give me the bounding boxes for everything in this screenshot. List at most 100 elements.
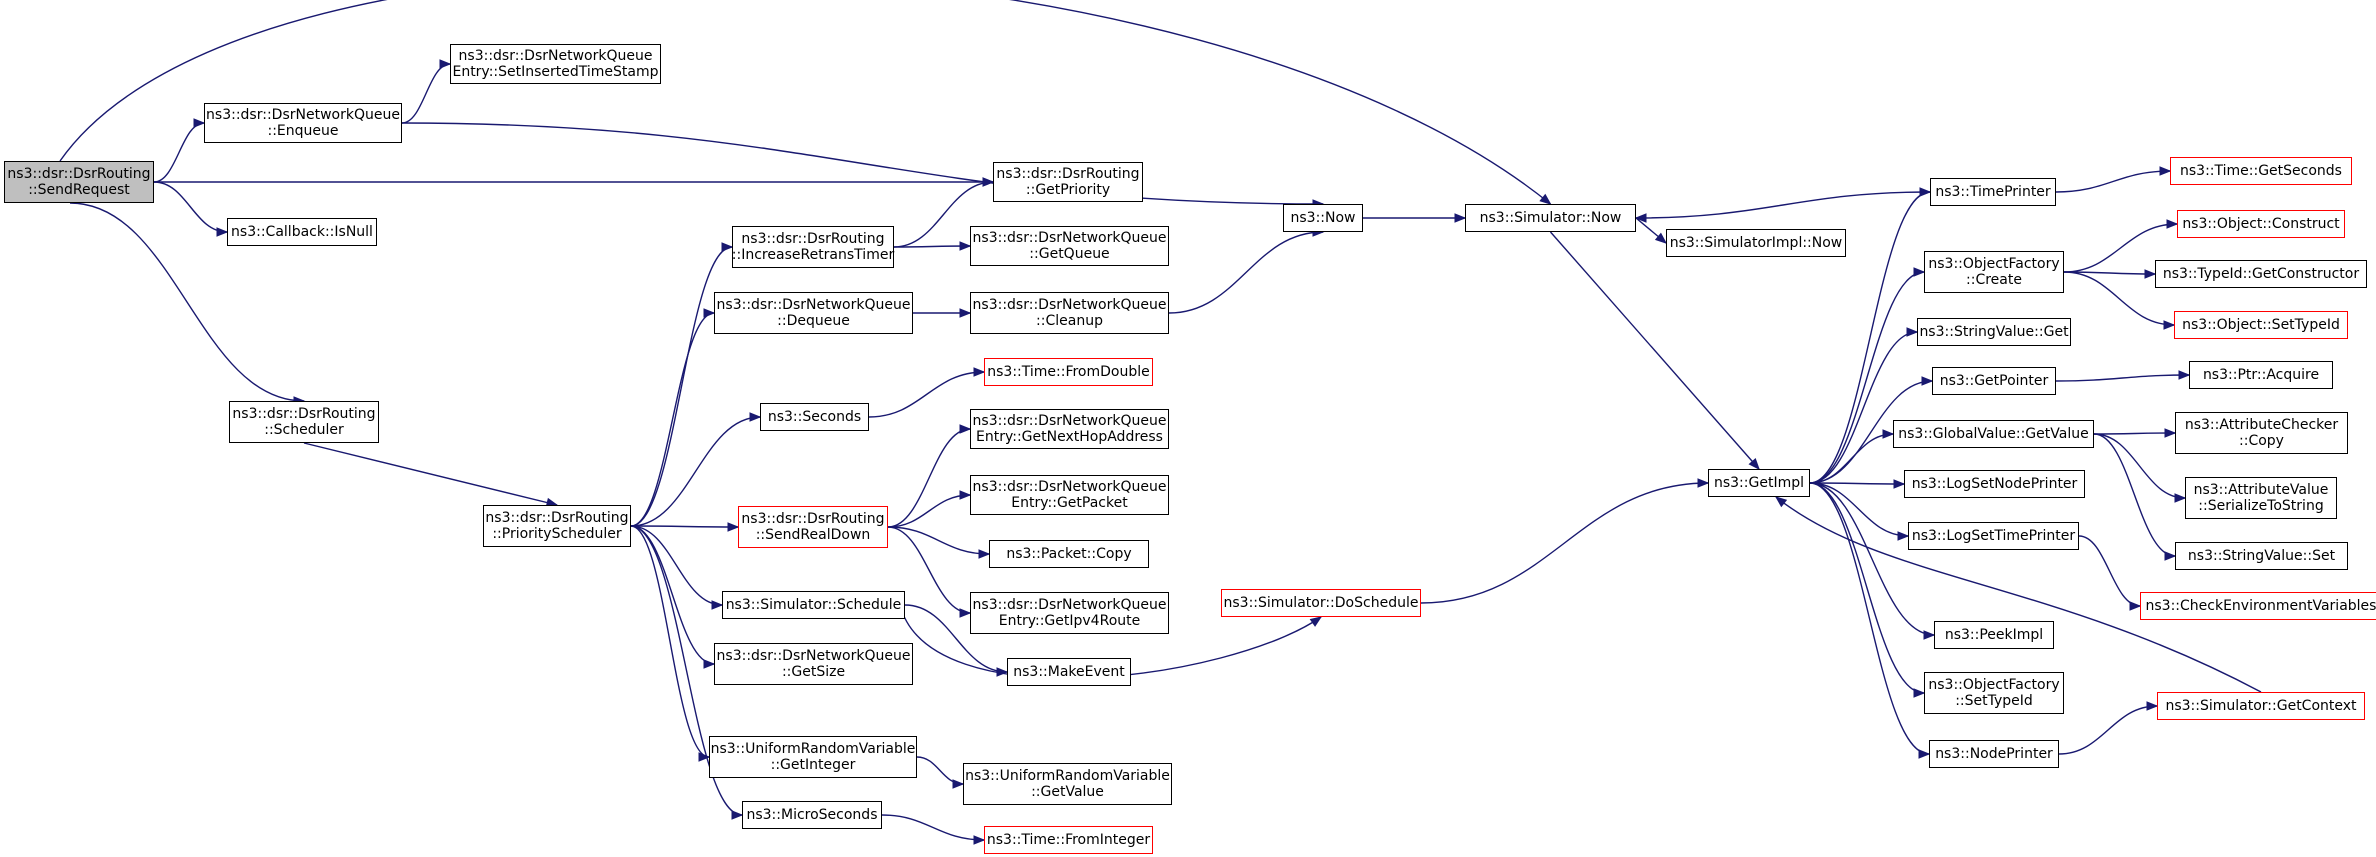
node-sendrealdown[interactable]: ns3::dsr::DsrRouting::SendRealDown <box>738 506 888 548</box>
node-schedule[interactable]: ns3::Simulator::Schedule <box>722 591 905 619</box>
edge-getimpl-to-nodeprinter <box>1809 482 1930 755</box>
edge-getimpl-to-ofcreate <box>1809 271 1925 484</box>
edge-arrowhead <box>1893 479 1906 489</box>
node-isnull[interactable]: ns3::Callback::IsNull <box>227 218 377 246</box>
edge-arrowhead <box>2163 320 2176 330</box>
node-getcontext[interactable]: ns3::Simulator::GetContext <box>2157 692 2365 720</box>
node-timeprinter[interactable]: ns3::TimePrinter <box>1930 178 2056 206</box>
edge-enqueue-to-now <box>401 122 1324 205</box>
node-label-line: ::SendRequest <box>28 182 130 198</box>
edge-globalvalue-to-stringvalueset <box>2093 433 2176 557</box>
node-makeevent[interactable]: ns3::MakeEvent <box>1007 658 1131 686</box>
node-peekimpl[interactable]: ns3::PeekImpl <box>1934 621 2054 649</box>
edge-arrowhead <box>2144 269 2157 279</box>
node-label-line: ns3::Packet::Copy <box>1006 546 1132 562</box>
edge-arrowhead <box>2178 370 2191 380</box>
node-increaseretrans[interactable]: ns3::dsr::DsrRouting::IncreaseRetransTim… <box>732 226 894 268</box>
edge-priorityscheduler-to-schedule <box>630 525 723 606</box>
node-ptracquire[interactable]: ns3::Ptr::Acquire <box>2189 361 2333 389</box>
edge-arrowhead <box>749 412 762 422</box>
node-label-line: Entry::GetPacket <box>1011 495 1128 511</box>
node-packetcopy[interactable]: ns3::Packet::Copy <box>989 540 1149 568</box>
node-cleanup[interactable]: ns3::dsr::DsrNetworkQueue::Cleanup <box>970 292 1169 334</box>
node-logsettime[interactable]: ns3::LogSetTimePrinter <box>1908 522 2079 550</box>
node-frominteger[interactable]: ns3::Time::FromInteger <box>984 826 1153 854</box>
node-now[interactable]: ns3::Now <box>1283 204 1363 232</box>
node-getsize[interactable]: ns3::dsr::DsrNetworkQueue::GetSize <box>714 643 913 685</box>
node-objsettypeid[interactable]: ns3::Object::SetTypeId <box>2174 311 2348 339</box>
node-label-line: ::Copy <box>2239 433 2284 449</box>
node-label-line: ns3::PeekImpl <box>1944 627 2044 643</box>
node-label-line: ns3::dsr::DsrNetworkQueue <box>972 413 1167 429</box>
edge-arrowhead <box>1309 616 1323 627</box>
node-logsetnode[interactable]: ns3::LogSetNodePrinter <box>1904 470 2085 498</box>
node-label-line: ns3::dsr::DsrNetworkQueue <box>972 597 1167 613</box>
edge-priorityscheduler-to-seconds <box>630 416 761 527</box>
edge-sendrealdown-to-getipv4route <box>887 526 971 614</box>
node-sendrequest[interactable]: ns3::dsr::DsrRouting::SendRequest <box>4 161 154 203</box>
node-getpriority[interactable]: ns3::dsr::DsrRouting::GetPriority <box>993 162 1143 202</box>
node-getseconds[interactable]: ns3::Time::GetSeconds <box>2170 157 2352 185</box>
node-stringvalueget[interactable]: ns3::StringValue::Get <box>1917 318 2071 346</box>
edge-cleanup-to-now <box>1168 231 1324 314</box>
node-stringvalueset[interactable]: ns3::StringValue::Set <box>2175 542 2348 570</box>
edge-arrowhead <box>959 490 972 500</box>
edge-simnow-to-getimpl <box>1549 231 1760 470</box>
node-getvalue[interactable]: ns3::UniformRandomVariable::GetValue <box>963 763 1172 805</box>
edge-seconds-to-fromdouble <box>868 371 985 418</box>
node-dequeue[interactable]: ns3::dsr::DsrNetworkQueue::Dequeue <box>714 292 913 334</box>
node-priorityscheduler[interactable]: ns3::dsr::DsrRouting::PriorityScheduler <box>483 505 631 547</box>
edge-arrowhead <box>1913 267 1926 277</box>
node-label-line: ns3::dsr::DsrRouting <box>7 166 151 182</box>
node-getinteger[interactable]: ns3::UniformRandomVariable::GetInteger <box>709 736 917 778</box>
node-label-line: ::SendRealDown <box>755 527 871 543</box>
node-getpointer[interactable]: ns3::GetPointer <box>1932 367 2056 395</box>
edge-arrowhead <box>721 242 734 252</box>
edge-arrowhead <box>2164 428 2177 438</box>
edge-arrowhead <box>2166 219 2179 229</box>
edge-ofcreate-to-objsettypeid <box>2063 271 2175 326</box>
node-fromdouble[interactable]: ns3::Time::FromDouble <box>984 358 1153 386</box>
node-enqueue[interactable]: ns3::dsr::DsrNetworkQueue::Enqueue <box>204 103 402 143</box>
node-label-line: ns3::NodePrinter <box>1935 746 2053 762</box>
node-simimplnow[interactable]: ns3::SimulatorImpl::Now <box>1666 229 1846 257</box>
edge-arrowhead <box>727 522 740 532</box>
edge-arrowhead <box>216 227 229 237</box>
node-label-line: ns3::UniformRandomVariable <box>710 741 916 757</box>
edge-arrowhead <box>703 308 716 318</box>
node-getconstructor[interactable]: ns3::TypeId::GetConstructor <box>2155 260 2367 288</box>
node-attrcheckercopy[interactable]: ns3::AttributeChecker::Copy <box>2175 412 2348 454</box>
node-microseconds[interactable]: ns3::MicroSeconds <box>742 801 882 829</box>
node-checkenv[interactable]: ns3::CheckEnvironmentVariables <box>2140 592 2376 620</box>
node-scheduler[interactable]: ns3::dsr::DsrRouting::Scheduler <box>229 401 379 443</box>
node-label-line: ns3::UniformRandomVariable <box>965 768 1170 784</box>
node-simnow[interactable]: ns3::Simulator::Now <box>1465 204 1636 232</box>
node-doschedule[interactable]: ns3::Simulator::DoSchedule <box>1221 589 1421 617</box>
node-ofcreate[interactable]: ns3::ObjectFactory::Create <box>1924 251 2064 293</box>
node-label-line: ns3::ObjectFactory <box>1928 677 2060 693</box>
node-label-line: ns3::Now <box>1290 210 1356 226</box>
node-ofsettypeid[interactable]: ns3::ObjectFactory::SetTypeId <box>1924 672 2064 714</box>
node-label-line: ns3::GlobalValue::GetValue <box>1898 426 2089 442</box>
node-getqueue[interactable]: ns3::dsr::DsrNetworkQueue::GetQueue <box>970 226 1169 266</box>
node-attrvalueser[interactable]: ns3::AttributeValue::SerializeToString <box>2185 477 2337 519</box>
edge-priorityscheduler-to-increaseretrans <box>630 246 733 527</box>
edge-arrowhead <box>978 549 991 559</box>
edge-priorityscheduler-to-getinteger <box>630 525 710 758</box>
node-seconds[interactable]: ns3::Seconds <box>760 403 869 431</box>
node-nodeprinter[interactable]: ns3::NodePrinter <box>1929 740 2059 768</box>
edge-arrowhead <box>2159 166 2172 176</box>
edge-getimpl-to-stringvalueget <box>1809 331 1918 484</box>
node-getimpl[interactable]: ns3::GetImpl <box>1708 469 1810 497</box>
edge-arrowhead <box>1923 630 1936 640</box>
node-globalvalue[interactable]: ns3::GlobalValue::GetValue <box>1893 420 2094 448</box>
node-label-line: ns3::Ptr::Acquire <box>2202 367 2320 383</box>
node-label-line: ns3::dsr::DsrNetworkQueue <box>972 297 1167 313</box>
node-label-line: ::SerializeToString <box>2198 498 2324 514</box>
node-construct[interactable]: ns3::Object::Construct <box>2177 210 2345 238</box>
node-label-line: ns3::TimePrinter <box>1935 184 2051 200</box>
